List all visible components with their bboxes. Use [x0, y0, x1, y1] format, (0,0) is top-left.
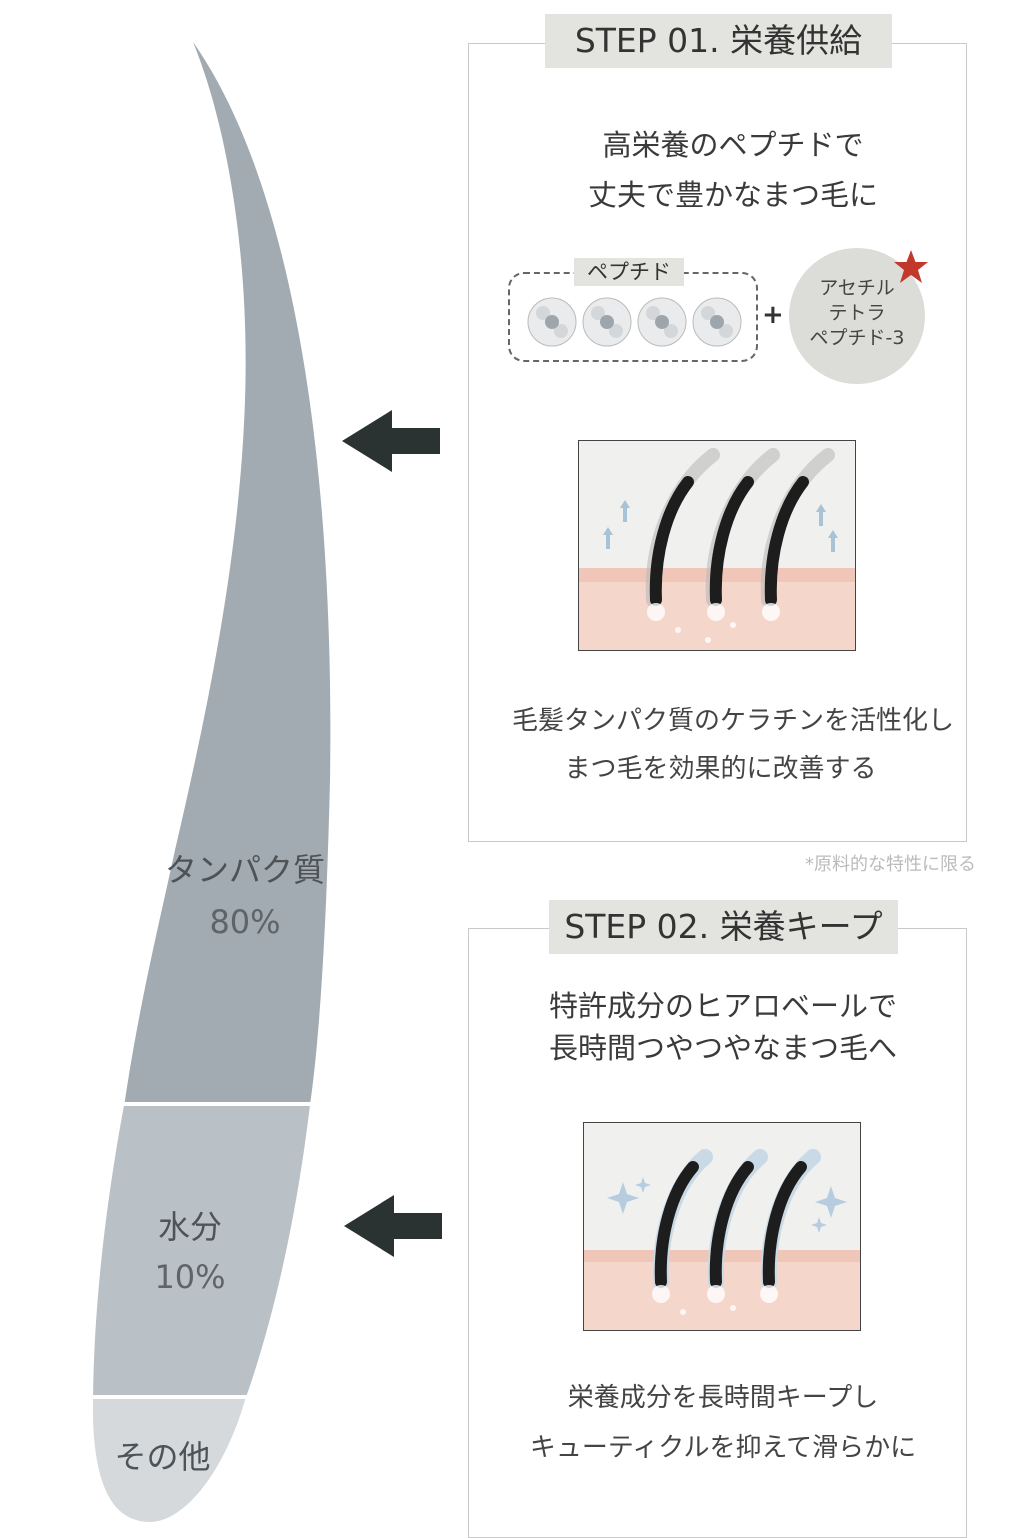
star-icon	[894, 250, 928, 283]
step1-heading-1: 高栄養のペプチドで	[602, 128, 864, 162]
step1-panel	[468, 43, 967, 842]
footnote: *原料的な特性に限る	[805, 854, 976, 875]
step1-caption-1: 毛髪タンパク質のケラチンを活性化し	[511, 706, 954, 736]
hair-coating-illustration	[583, 1122, 861, 1331]
step1-title: STEP 01. 栄養供給	[545, 14, 892, 68]
peptide-molecules	[526, 296, 743, 348]
peptide-label: ペプチド	[574, 258, 684, 286]
peptide-molecule-icon	[527, 297, 577, 347]
step1-heading-2: 丈夫で豊かなまつ毛に	[587, 178, 878, 212]
step1-caption-2: まつ毛を効果的に改善する	[564, 754, 877, 784]
hair-growth-illustration	[578, 440, 856, 651]
step2-caption-1: 栄養成分を長時間キープし	[567, 1383, 879, 1413]
ingredient-line-3: ペプチド-3	[809, 327, 905, 349]
step2-caption-2: キューティクルを抑えて滑らかに	[529, 1433, 917, 1463]
peptide-molecule-icon	[692, 297, 742, 347]
water-segment	[92, 1106, 331, 1395]
plus-sign: +	[762, 300, 784, 330]
eyelash-composition-diagram	[92, 42, 331, 1522]
ingredient-circle: アセチル テトラ ペプチド-3	[789, 248, 925, 384]
ingredient-line-1: アセチル	[819, 277, 895, 299]
peptide-molecule-icon	[582, 297, 632, 347]
other-label: その他	[114, 1438, 211, 1476]
ingredient-line-2: テトラ	[828, 302, 886, 324]
arrow-left-icon	[342, 410, 440, 472]
arrow-left-icon	[344, 1195, 442, 1257]
step2-heading-1: 特許成分のヒアロベールで	[548, 989, 897, 1023]
step2-heading-2: 長時間つやつやなまつ毛へ	[548, 1031, 897, 1065]
peptide-molecule-icon	[637, 297, 687, 347]
protein-value: 80%	[209, 903, 281, 941]
water-value: 10%	[154, 1258, 226, 1296]
protein-label: タンパク質	[164, 851, 325, 889]
water-label: 水分	[157, 1208, 222, 1246]
step2-title: STEP 02. 栄養キープ	[549, 900, 898, 954]
